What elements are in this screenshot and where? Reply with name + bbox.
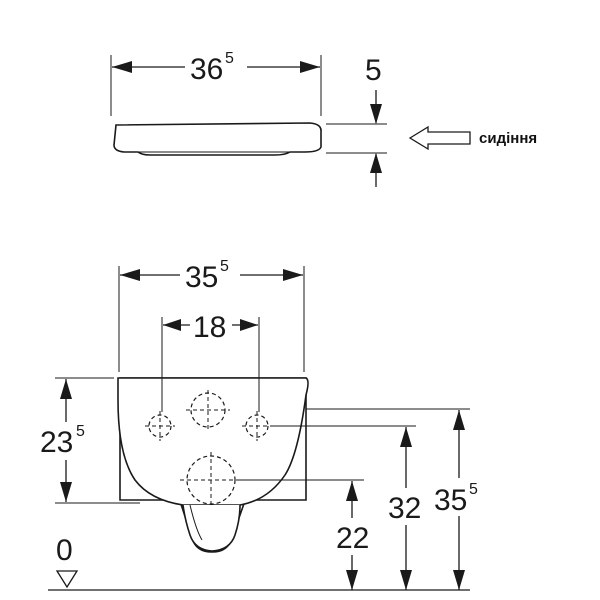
arrow-left-icon — [163, 319, 181, 331]
arrow-down-icon — [60, 482, 72, 502]
fixing-hole-right — [242, 411, 272, 441]
bowl-width-superscript: 5 — [220, 258, 229, 275]
arrow-up-icon — [370, 153, 382, 173]
outlet-height-dimension: 22 — [336, 481, 369, 590]
top-height-value: 35 — [434, 484, 467, 517]
outlet-inner-line — [189, 504, 203, 541]
outlet-pipe — [182, 504, 241, 552]
seat-outline — [113, 122, 322, 156]
bowl-depth-dimension: 23 5 — [40, 377, 140, 504]
arrow-up-icon — [60, 379, 72, 399]
floor-level-value: 0 — [56, 534, 73, 567]
arrow-up-icon — [453, 410, 465, 430]
reference-lines — [240, 408, 470, 481]
seat-width-dimension: 36 5 — [110, 50, 322, 116]
arrow-up-icon — [400, 427, 412, 447]
arrow-down-icon — [370, 104, 382, 124]
seat-drawing — [113, 122, 322, 156]
top-height-dimension: 35 5 — [434, 410, 478, 590]
bowl-drawing — [117, 377, 309, 553]
seat-label: сидіння — [479, 130, 537, 147]
fixing-spacing-dimension: 18 — [161, 311, 260, 412]
outlet-height-value: 22 — [336, 522, 369, 555]
water-inlet — [186, 390, 230, 430]
arrow-down-icon — [453, 570, 465, 590]
inlet-height-value: 32 — [388, 492, 421, 525]
arrow-down-icon — [400, 570, 412, 590]
floor-reference: 0 — [48, 534, 470, 591]
level-triangle-icon — [55, 570, 79, 589]
seat-callout: сидіння — [408, 125, 537, 151]
inlet-height-dimension: 32 — [388, 427, 421, 590]
bowl-width-dimension: 35 5 — [118, 258, 305, 372]
waste-outlet — [180, 452, 242, 508]
bowl-width-value: 35 — [185, 261, 218, 294]
fixing-spacing-value: 18 — [193, 311, 226, 344]
arrow-left-icon — [112, 61, 132, 73]
seat-thickness-value: 5 — [365, 54, 382, 87]
arrow-right-icon — [240, 319, 258, 331]
seat-width-value: 36 — [190, 53, 223, 86]
bowl-depth-superscript: 5 — [76, 423, 85, 440]
seat-thickness-dimension: 5 — [326, 54, 387, 187]
bowl-body — [117, 377, 309, 506]
bowl-depth-value: 23 — [40, 426, 73, 459]
arrow-down-icon — [346, 570, 358, 590]
top-height-superscript: 5 — [469, 481, 478, 498]
fixing-hole-left — [145, 411, 175, 441]
arrow-left-icon — [120, 269, 140, 281]
seat-width-superscript: 5 — [225, 50, 234, 67]
arrow-right-icon — [283, 269, 303, 281]
arrow-up-icon — [346, 481, 358, 501]
hollow-arrow-left-icon — [408, 125, 471, 151]
arrow-right-icon — [300, 61, 320, 73]
